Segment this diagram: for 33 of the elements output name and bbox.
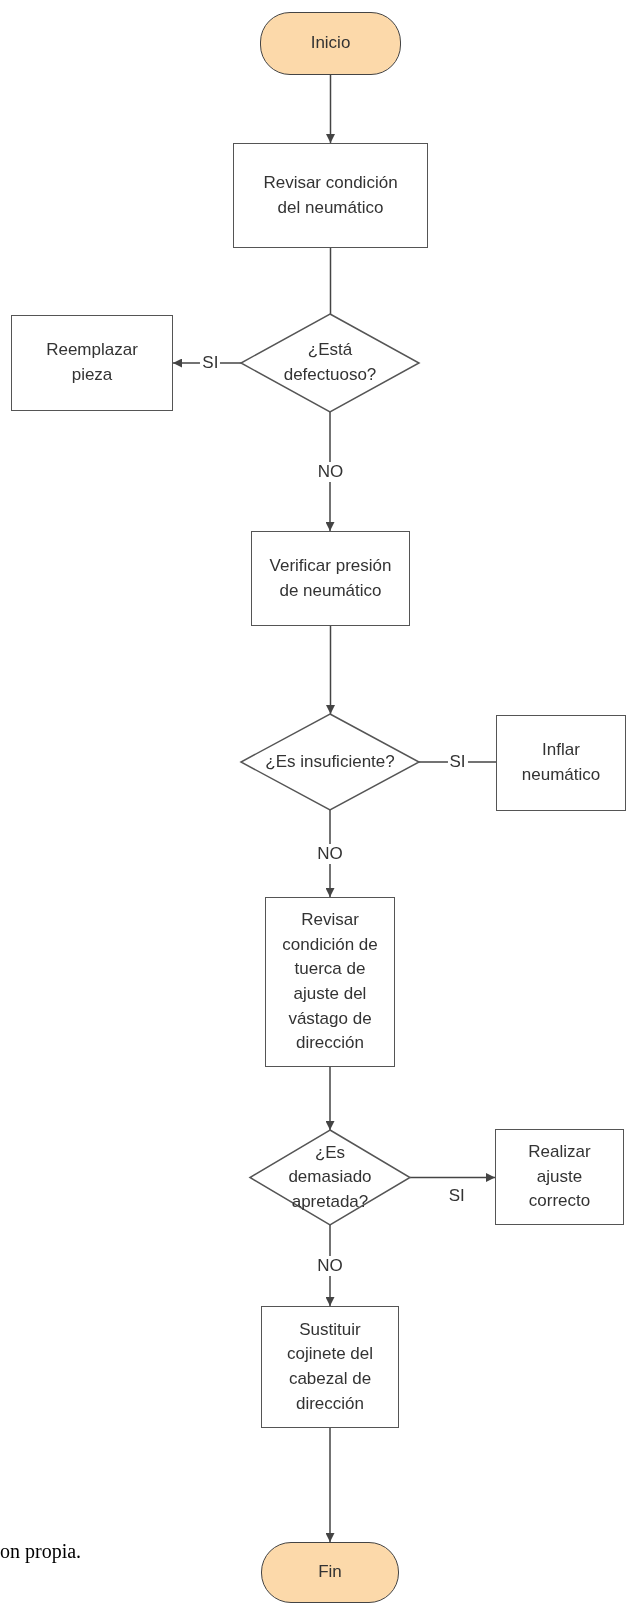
node-text: ¿Es insuficiente? [265, 750, 395, 773]
node-text: Sustituir cojinete del cabezal de dirección [286, 1318, 374, 1415]
arrow [409, 1173, 496, 1182]
decision-diamond [250, 1130, 410, 1225]
node-text: Realizar ajuste correcto [527, 1141, 592, 1213]
process-box [495, 1129, 624, 1225]
node-text: Fin [318, 1561, 342, 1584]
decision-diamond [241, 714, 419, 810]
process-box [261, 1306, 399, 1428]
node-text: Inicio [310, 32, 351, 55]
terminal-pill [260, 12, 401, 75]
process-box [233, 143, 428, 248]
node-text: Verificar presión de neumático [268, 554, 393, 602]
process-box [251, 531, 410, 626]
arrow [326, 625, 335, 715]
note-text: on propia. [0, 1540, 82, 1563]
node-text: Inflar neumático [520, 739, 602, 786]
terminal-pill [261, 1542, 399, 1603]
node-text: ¿Es demasiado apretada? [287, 1141, 373, 1213]
node-text: Revisar condición de tuerca de ajuste del vástago de dirección [281, 909, 379, 1055]
edge-label: NO [315, 843, 345, 864]
process-box [265, 897, 395, 1067]
edge-label: NO [315, 1255, 345, 1276]
node-text: Reemplazar pieza [45, 339, 139, 386]
arrow [325, 1066, 335, 1131]
node-text: Revisar condición del neumático [262, 171, 399, 219]
arrow [325, 1427, 335, 1543]
node-text: ¿Está defectuoso? [282, 339, 378, 386]
process-box [496, 715, 626, 811]
arrow [172, 358, 242, 368]
process-box [11, 315, 173, 411]
arrow [326, 74, 335, 144]
decision-diamond [241, 314, 419, 412]
